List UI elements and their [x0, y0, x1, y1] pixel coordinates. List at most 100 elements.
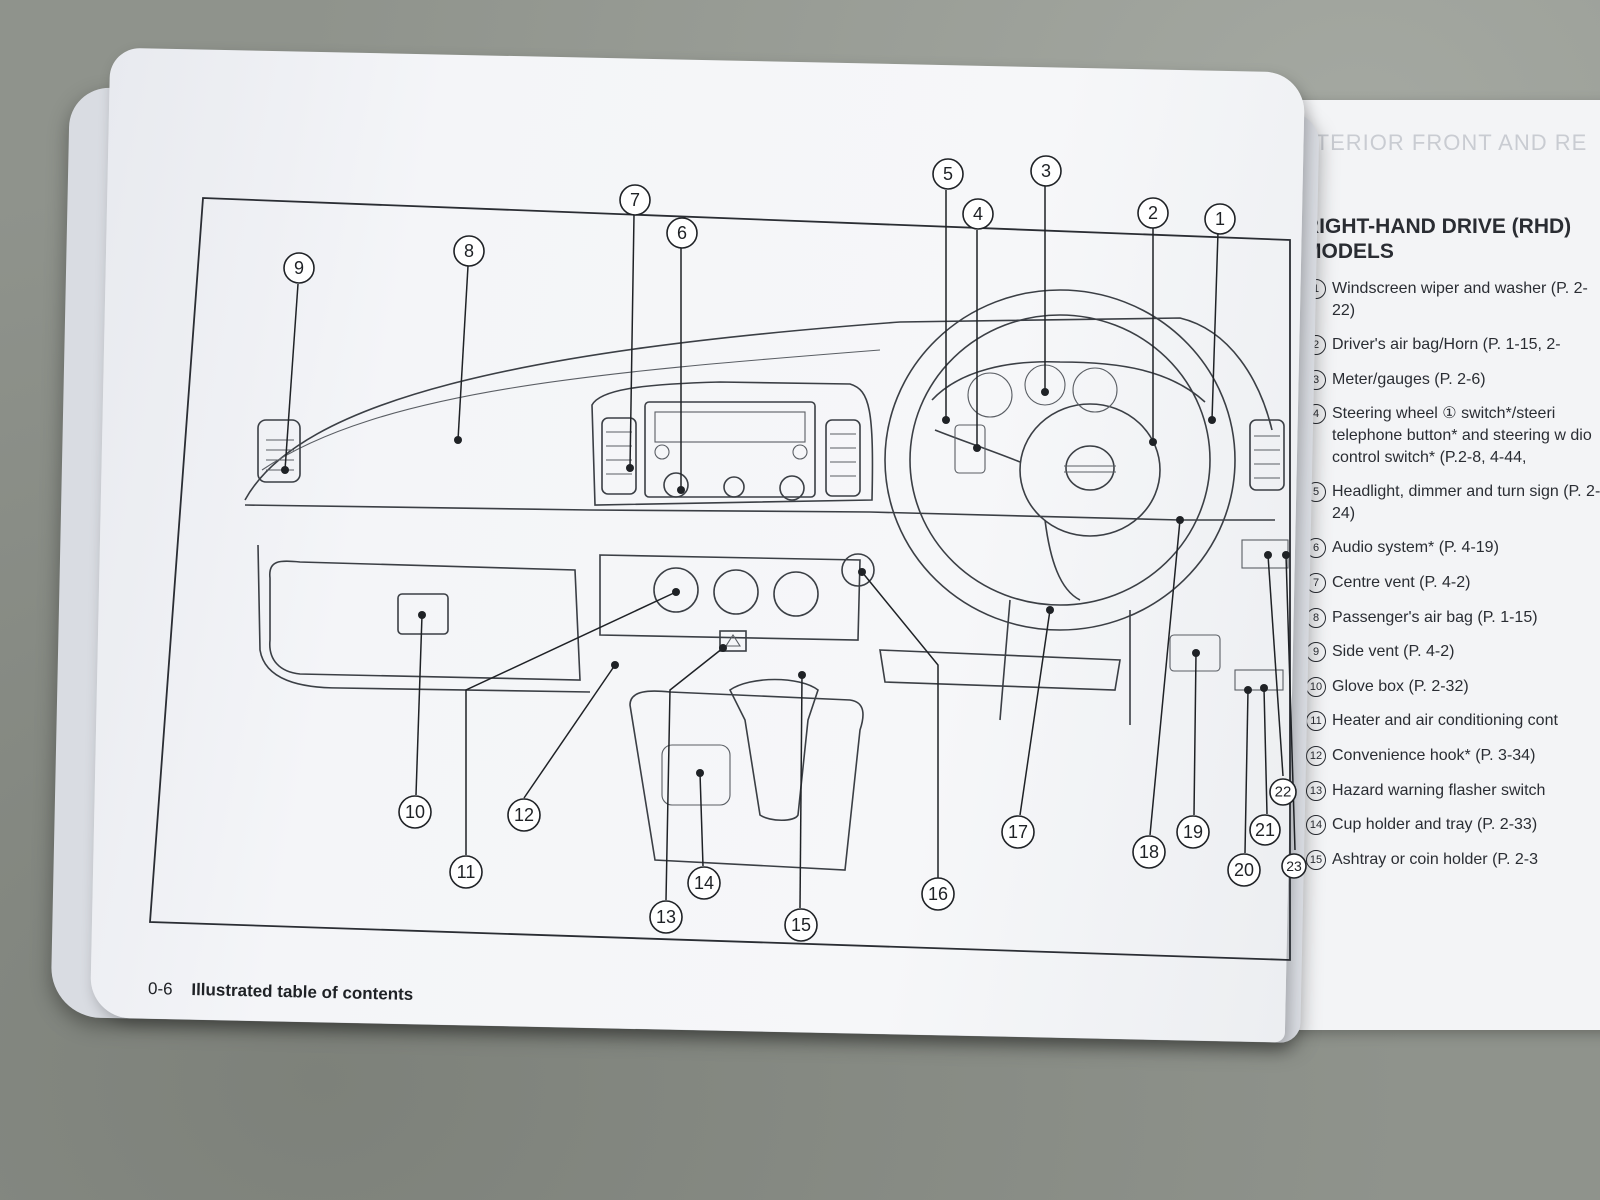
- center-vent-right: [825, 419, 861, 497]
- callout-group-4: 4: [962, 198, 994, 230]
- callout-group-16: 16: [921, 877, 955, 911]
- meter-cluster: [931, 360, 1206, 403]
- callout-group-19: 19: [1176, 815, 1210, 849]
- steering-emblem: [1065, 445, 1115, 491]
- legend-text: Passenger's air bag (P. 1-15): [1332, 608, 1538, 626]
- dash-top-outline: [244, 317, 1273, 501]
- callout-group-3: 3: [1030, 155, 1062, 187]
- dot-16: [858, 568, 866, 576]
- dot-22: [1264, 551, 1272, 559]
- steering-spoke-bottom: [1044, 519, 1081, 601]
- legend-item: 15 Ashtray or coin holder (P. 2-3: [1306, 849, 1600, 871]
- climate-knob-center: [713, 569, 759, 615]
- leader-16: [861, 571, 939, 878]
- legend-text: Audio system* (P. 4-19): [1332, 539, 1499, 557]
- hazard-switch: [719, 630, 747, 652]
- dot-19: [1192, 649, 1200, 657]
- legend-text: Steering wheel ① switch*/steeri telephon…: [1332, 405, 1592, 466]
- hazard-triangle: [724, 633, 742, 647]
- right-page-faint-header: XTERIOR FRONT AND RE: [1300, 130, 1588, 155]
- callout-21: 21: [1255, 820, 1275, 840]
- callout-group-8: 8: [453, 235, 485, 267]
- callout-group-22: 22: [1269, 778, 1297, 806]
- diagram-frame: [149, 197, 1291, 961]
- dot-14: [696, 769, 704, 777]
- audio-button: [792, 444, 808, 460]
- console: [629, 690, 864, 871]
- legend-number: 15: [1306, 849, 1326, 870]
- callout-17: 17: [1008, 822, 1028, 842]
- dot-8: [454, 436, 462, 444]
- dot-23: [1282, 551, 1290, 559]
- right-vent: [1249, 419, 1285, 491]
- callout-11: 11: [457, 862, 476, 882]
- leader-14: [699, 772, 704, 867]
- dot-5: [942, 416, 950, 424]
- callout-group-6: 6: [666, 217, 698, 249]
- callout-group-9: 9: [283, 252, 315, 284]
- right-page-heading: RIGHT-HAND DRIVE (RHD) MODELS: [1304, 214, 1600, 264]
- callout-18: 18: [1139, 842, 1159, 862]
- callout-group-2: 2: [1137, 197, 1169, 229]
- callout-12: 12: [514, 805, 534, 825]
- leader-lines: [281, 186, 1296, 909]
- callout-15: 15: [791, 915, 811, 935]
- callout-3: 3: [1041, 161, 1051, 181]
- dot-2: [1149, 438, 1157, 446]
- callout-10: 10: [405, 802, 425, 822]
- leader-18: [1149, 519, 1181, 836]
- dot-10: [418, 611, 426, 619]
- meter-gauge: [967, 372, 1013, 418]
- dot-20: [1244, 686, 1252, 694]
- audio-button: [654, 444, 670, 460]
- legend-number: 13: [1306, 780, 1326, 801]
- leader-21: [1263, 687, 1268, 815]
- leader-10: [415, 614, 423, 796]
- leader-15: [799, 674, 803, 909]
- legend-text: Side vent (P. 4-2): [1332, 643, 1455, 661]
- callout-group-13: 13: [649, 900, 683, 934]
- fuse-box-cover: [1169, 634, 1221, 672]
- callout-group-23: 23: [1281, 853, 1307, 879]
- callout-group-7: 7: [619, 184, 651, 216]
- lower-switch-panel: [1234, 669, 1284, 691]
- center-vent-left: [601, 417, 637, 495]
- steering-column: [999, 599, 1131, 725]
- leader-22: [1267, 554, 1284, 777]
- dot-18: [1176, 516, 1184, 524]
- callout-5: 5: [943, 164, 953, 184]
- callout-22: 22: [1275, 784, 1292, 801]
- legend-text: Glove box (P. 2-32): [1332, 677, 1469, 695]
- right-vent-slats: [1254, 435, 1280, 479]
- audio-unit: [644, 401, 816, 498]
- glove-box: [269, 560, 581, 681]
- callout-9: 9: [294, 258, 304, 278]
- center-vent-left-slats: [606, 431, 632, 475]
- cup-holder: [661, 744, 731, 806]
- leader-8: [457, 265, 469, 441]
- steering-wheel-inner: [909, 314, 1211, 606]
- callout-4: 4: [973, 204, 983, 224]
- audio-knob-right: [779, 475, 805, 501]
- legend-text: Hazard warning flasher switch: [1332, 781, 1546, 799]
- dot-9: [281, 466, 289, 474]
- heading-line-2: MODELS: [1304, 240, 1394, 264]
- footer-title: Illustrated table of contents: [191, 979, 414, 1005]
- page-number: 0-6: [147, 978, 173, 999]
- dot-12: [611, 661, 619, 669]
- dot-11: [672, 588, 680, 596]
- legend-text: Centre vent (P. 4-2): [1332, 573, 1471, 591]
- legend-item: 13 Hazard warning flasher switch: [1306, 780, 1600, 802]
- legend-text: Ashtray or coin holder (P. 2-3: [1332, 850, 1539, 868]
- callout-group-21: 21: [1249, 814, 1281, 846]
- callout-group-20: 20: [1227, 853, 1261, 887]
- callout-group-5: 5: [932, 158, 964, 190]
- callout-23: 23: [1286, 858, 1302, 874]
